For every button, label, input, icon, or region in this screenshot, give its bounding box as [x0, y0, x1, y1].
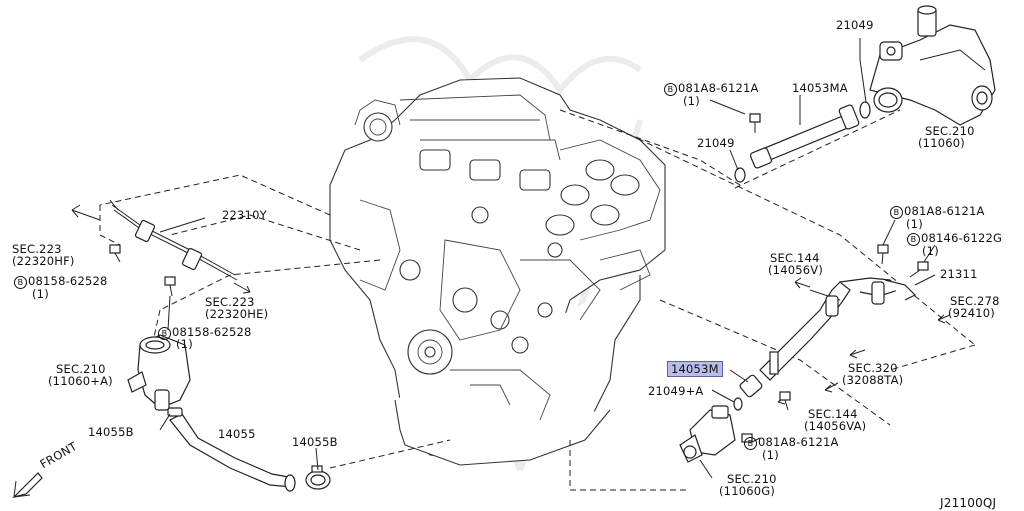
label-bolt-top-qty: (1) [683, 94, 700, 108]
bolt-b-icon: B [907, 233, 920, 246]
water-outlet-manifold [869, 5, 996, 126]
label-14053M-highlighted[interactable]: 14053M [667, 361, 723, 377]
label-sec144-b: SEC.144 [808, 407, 858, 421]
label-sec320-ref: (32088TA) [842, 373, 904, 387]
label-sec320: SEC.320 [848, 361, 898, 375]
label-sec210-bot-ref: (11060G) [719, 484, 776, 498]
reference-lines [99, 109, 976, 491]
bolt-right-mid [909, 261, 929, 278]
label-sec210-top: SEC.210 [925, 124, 975, 138]
label-21049-top: 21049 [836, 18, 874, 32]
water-pipe-14053MA [749, 104, 860, 169]
bolt-b-icon: B [890, 206, 903, 219]
label-14055B-b: 14055B [292, 435, 338, 449]
label-bolt-left-qty: (1) [32, 287, 49, 301]
label-21311: 21311 [940, 267, 978, 281]
gasket-21049-top [859, 101, 871, 119]
label-sec278: SEC.278 [950, 294, 1000, 308]
bolt-b-icon: B [744, 437, 757, 450]
label-bolt-left2-qty: (1) [176, 337, 193, 351]
label-bolt-r3-qty: (1) [762, 448, 779, 462]
label-21049A: 21049+A [648, 384, 704, 398]
bolt-left-mid [164, 276, 176, 297]
bolt-b-icon: B [664, 83, 677, 96]
water-outlet-bottom [679, 405, 736, 479]
label-sec144-a-ref: (14056V) [768, 263, 824, 277]
bolt-right-low [779, 391, 791, 411]
o-ring-21049A [733, 397, 743, 411]
o-ring-21049 [734, 167, 746, 183]
label-22310Y: 22310Y [222, 208, 267, 222]
label-14055B-a: 14055B [88, 425, 134, 439]
hose-clamp-14055B-a [167, 407, 183, 417]
engine-assembly [329, 77, 666, 466]
bolt-b-icon: B [158, 327, 171, 340]
label-sec144-a: SEC.144 [770, 251, 820, 265]
label-sec210-left-ref: (11060+A) [48, 374, 113, 388]
label-sec210-top-ref: (11060) [918, 136, 965, 150]
label-sec210-bot: SEC.210 [727, 472, 777, 486]
label-14055: 14055 [218, 427, 256, 441]
bolt-top [749, 113, 761, 133]
label-sec223-b-ref: (22320HE) [205, 307, 269, 321]
label-21049-mid: 21049 [697, 136, 735, 150]
label-bolt-r2-qty: (1) [922, 244, 939, 258]
bolt-right-top [877, 244, 889, 265]
front-arrow-icon [12, 472, 43, 499]
label-sec223-a: SEC.223 [12, 242, 62, 256]
water-pipe-14053M [739, 277, 917, 398]
label-sec223-b: SEC.223 [205, 295, 255, 309]
direction-arrows [71, 204, 951, 405]
label-sec210-left: SEC.210 [56, 362, 106, 376]
label-14053MA: 14053MA [792, 81, 848, 95]
label-bolt-r1-qty: (1) [906, 217, 923, 231]
water-hose-14055 [169, 413, 296, 492]
bolt-left-top [109, 244, 121, 263]
label-sec223-a-ref: (22320HF) [12, 254, 75, 268]
water-outlet-left [127, 334, 191, 411]
hose-clamp-14055B-b [305, 465, 331, 490]
diagram-code: J21100QJ [940, 496, 997, 510]
harness-bracket-22310Y [109, 199, 238, 281]
bolt-b-icon: B [14, 276, 27, 289]
label-sec278-ref: (92410) [948, 306, 995, 320]
label-sec144-b-ref: (14056VA) [804, 419, 867, 433]
